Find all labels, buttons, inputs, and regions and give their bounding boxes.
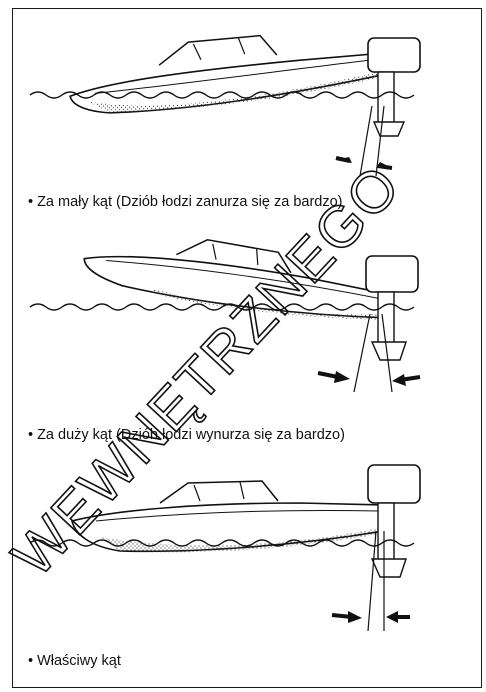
- boat-illustration-too-large: [29, 239, 421, 393]
- caption-text: Właściwy kąt: [37, 653, 121, 669]
- caption-too-small: •Za mały kąt (Dziób łodzi zanurza się za…: [28, 193, 343, 211]
- boat-illustration-correct: [29, 464, 421, 632]
- caption-too-large: •Za duży kąt (Dziób łodzi wynurza się za…: [28, 426, 345, 444]
- document-frame: [12, 8, 482, 688]
- caption-bullet: •: [28, 194, 34, 210]
- caption-text: Za mały kąt (Dziób łodzi zanurza się za …: [37, 194, 343, 210]
- caption-text: Za duży kąt (Dziób łodzi wynurza się za …: [37, 427, 345, 443]
- caption-bullet: •: [28, 427, 34, 443]
- caption-bullet: •: [28, 653, 34, 669]
- caption-correct: •Właściwy kąt: [28, 652, 121, 670]
- boat-illustration-too-small: [29, 34, 421, 177]
